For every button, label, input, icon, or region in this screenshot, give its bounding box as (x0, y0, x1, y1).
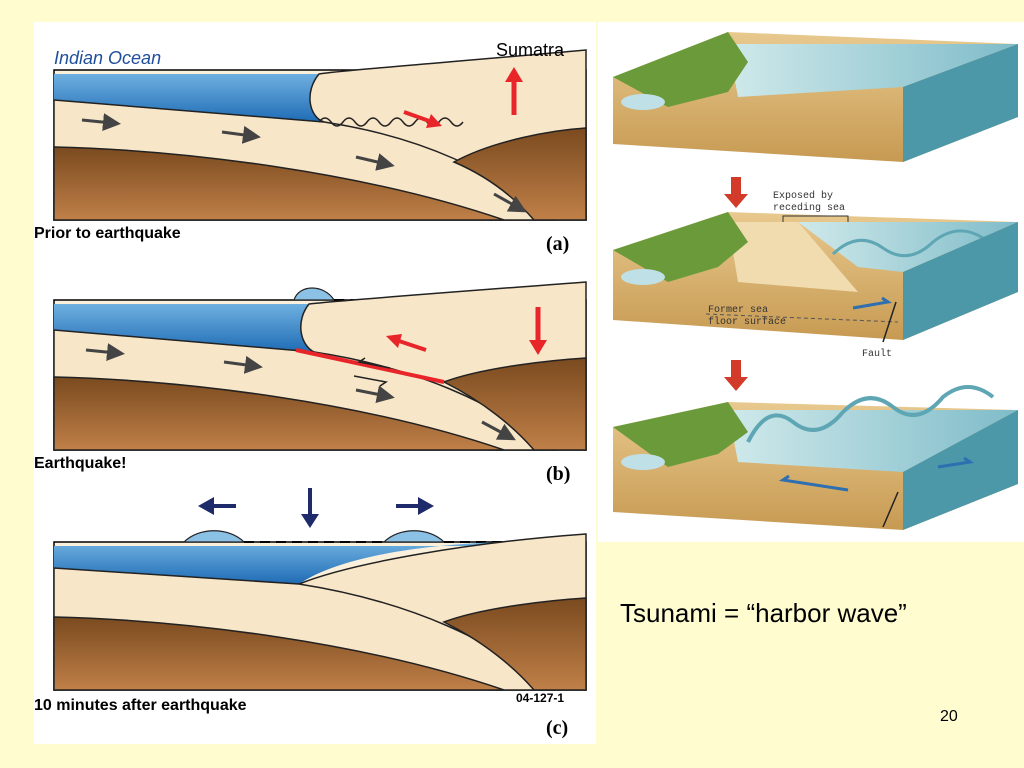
vegetation (613, 32, 748, 107)
panel-a-caption: Prior to earthquake (34, 225, 181, 242)
water-flow-arrow (852, 296, 892, 310)
wave-spread-arrows (198, 488, 434, 528)
mantle-left (53, 146, 505, 221)
locked-fault-line (318, 117, 464, 127)
arrow-down-navy (301, 488, 319, 528)
panel-c-caption: 10 minutes after earthquake (34, 697, 247, 714)
red-arrow-left (386, 334, 427, 352)
tsunami-block-diagram: Exposed by receding sea Former sea floor… (598, 22, 1024, 542)
sea-side (903, 44, 1018, 162)
fault-line (882, 491, 899, 528)
panel-c-letter: (c) (546, 717, 568, 739)
ocean-water (54, 304, 314, 352)
outgoing-wave-arrow (937, 456, 975, 469)
fault-label: Fault (862, 348, 892, 360)
figure-code: 04-127-1 (516, 691, 564, 705)
mantle-right (452, 127, 587, 221)
plate-motion-arrows (85, 343, 516, 441)
sea-surface (728, 44, 1018, 97)
block-receding-sea: Exposed by receding sea Former sea floor… (613, 190, 1018, 360)
exposed-label-1: Exposed by (773, 190, 833, 202)
red-arrow-right (403, 110, 442, 128)
panel-c: 10 minutes after earthquake 04-127-1 (c) (34, 488, 587, 739)
arrow-right-navy (396, 497, 434, 515)
page-number: 20 (940, 708, 958, 725)
backwash-arrow (778, 474, 849, 492)
panel-a-letter: (a) (546, 233, 569, 255)
mantle-right (442, 597, 587, 691)
tsunami-wave-crests (746, 385, 995, 443)
exposed-bracket (782, 215, 849, 222)
sequence-arrow-1 (724, 177, 748, 208)
ocean-water (54, 74, 324, 122)
sequence-arrow-2 (724, 360, 748, 391)
tsunami-block-diagram-svg: Exposed by receding sea Former sea floor… (613, 32, 1018, 530)
sea-surface (798, 222, 1018, 272)
ruptured-fault (295, 348, 445, 384)
uplift-arrow (505, 67, 523, 115)
former-label-1: Former sea (708, 305, 768, 316)
ocean-water (54, 542, 586, 584)
ocean-label: Indian Ocean (54, 48, 161, 68)
exposed-label-2: receding sea (773, 202, 845, 214)
tsunami-bulge (293, 287, 336, 301)
fault-line (882, 301, 897, 343)
mantle-left (53, 616, 505, 691)
tsunami-waves (182, 530, 446, 543)
exposed-sea-floor (728, 222, 858, 292)
plate-motion-arrows (81, 113, 527, 213)
block-tsunami-waves (613, 385, 1018, 530)
subsidence-arrow (529, 307, 547, 355)
arrow-left-navy (198, 497, 236, 515)
lagoon (621, 94, 665, 110)
slide-caption: Tsunami = “harbor wave” (620, 598, 907, 628)
land-label: Sumatra (496, 40, 565, 60)
former-label-2: floor surface (708, 316, 786, 328)
subduction-diagram-svg: Indian Ocean Sumatra Prior to earthquake… (34, 40, 587, 739)
slip-arrows (353, 357, 391, 387)
mantle-left (53, 376, 505, 451)
panel-b-letter: (b) (546, 463, 570, 485)
subduction-diagram: Indian Ocean Sumatra Prior to earthquake… (34, 22, 596, 744)
panel-b: Earthquake! (b) (34, 281, 587, 485)
panel-b-caption: Earthquake! (34, 455, 126, 472)
block-calm-sea (613, 32, 1018, 162)
mantle-right (442, 357, 587, 451)
panel-a: Indian Ocean Sumatra Prior to earthquake… (34, 40, 587, 255)
